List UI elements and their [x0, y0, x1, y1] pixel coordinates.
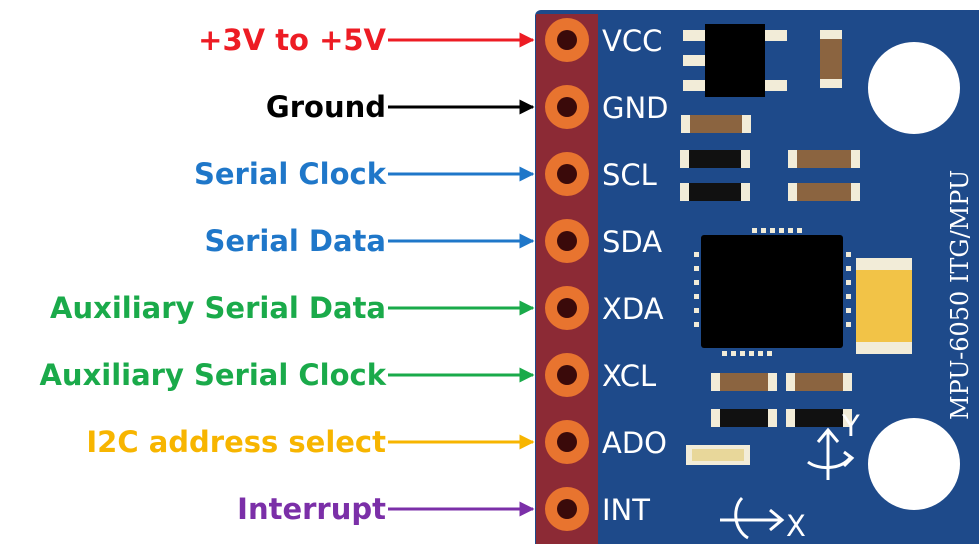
chip-pin [770, 228, 775, 233]
chip-pin [846, 252, 851, 257]
label-sda: Serial Data [204, 224, 386, 258]
axis-label-y: Y [841, 409, 860, 443]
resistor-scl-4 [788, 183, 860, 201]
chip-pin [731, 351, 736, 356]
tantalum-capacitor [856, 258, 912, 354]
pin-name-gnd: GND [602, 91, 669, 125]
mounting-hole-bottom [868, 418, 960, 510]
chip-pin [749, 351, 754, 356]
label-ado: I2C address select [86, 425, 386, 459]
chip-pin [694, 294, 699, 299]
pad-hole-sda [557, 231, 577, 251]
chip-pin [694, 266, 699, 271]
board-text: MPU-6050 ITG/MPU [946, 170, 974, 420]
pin-name-vcc: VCC [602, 24, 662, 58]
pad-hole-xcl [557, 365, 577, 385]
chip-pin [694, 322, 699, 327]
chip-pin [740, 351, 745, 356]
chip-pin [694, 252, 699, 257]
resistor-xcl-3 [711, 409, 777, 427]
label-scl: Serial Clock [193, 157, 386, 191]
chip-pin [761, 228, 766, 233]
label-vcc: +3V to +5V [198, 23, 386, 57]
pin-name-scl: SCL [602, 158, 657, 192]
chip-pin [846, 308, 851, 313]
pad-hole-ado [557, 432, 577, 452]
pin-name-int: INT [602, 493, 650, 527]
pad-hole-int [557, 499, 577, 519]
chip-pin [846, 322, 851, 327]
chip-pin [788, 228, 793, 233]
resistor-xcl-1 [711, 373, 777, 391]
pad-hole-gnd [557, 97, 577, 117]
chip-pin [846, 280, 851, 285]
pad-hole-xda [557, 298, 577, 318]
chip-pin [694, 308, 699, 313]
resistor-scl-1 [680, 150, 750, 168]
pins-group: VCC GND SCL SDA XDA XCL ADO INT [388, 18, 669, 531]
axis-label-x: X [786, 509, 806, 543]
axis-indicator [720, 427, 855, 540]
chip-pin [779, 228, 784, 233]
chip-pin [846, 294, 851, 299]
label-xda: Auxiliary Serial Data [50, 291, 386, 325]
pad-hole-scl [557, 164, 577, 184]
chip-pin [797, 228, 802, 233]
chip-pin [752, 228, 757, 233]
resistor-scl-3 [788, 150, 860, 168]
pin-name-sda: SDA [602, 225, 662, 259]
resistor-ado [686, 445, 750, 465]
label-int: Interrupt [237, 492, 386, 526]
mounting-hole-top [868, 42, 960, 134]
resistor-xcl-2 [786, 373, 852, 391]
capacitor-vertical [820, 30, 842, 88]
chip-pin [758, 351, 763, 356]
pin-name-ado: ADO [602, 426, 667, 460]
voltage-regulator [683, 24, 787, 97]
label-xcl: Auxiliary Serial Clock [39, 358, 386, 392]
label-gnd: Ground [265, 90, 386, 124]
resistor-gnd [681, 115, 751, 133]
pin-name-xcl: XCL [602, 359, 656, 393]
chip-pin [767, 351, 772, 356]
smd-components [680, 30, 912, 465]
resistor-scl-2 [680, 183, 750, 201]
mpu-chip [694, 228, 851, 356]
pad-hole-vcc [557, 30, 577, 50]
chip-pin [694, 280, 699, 285]
resistor-xcl-4 [786, 409, 852, 427]
pin-name-xda: XDA [602, 292, 664, 326]
chip-pin [722, 351, 727, 356]
chip-pin [846, 266, 851, 271]
